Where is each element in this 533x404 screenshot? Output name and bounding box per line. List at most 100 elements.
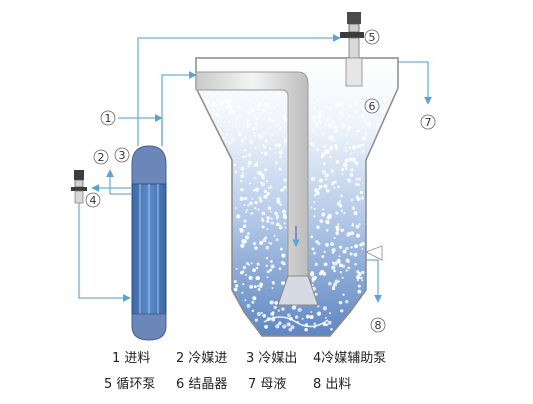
crystal-particle — [274, 143, 278, 147]
crystal-particle — [297, 307, 302, 313]
crystal-particle — [329, 312, 332, 315]
crystal-particle — [264, 103, 269, 108]
crystal-particle — [294, 315, 299, 319]
crystal-particle — [340, 209, 343, 212]
circulation-pump — [340, 12, 364, 87]
crystal-particle — [262, 238, 267, 243]
crystal-particle — [274, 161, 279, 165]
crystal-particle — [269, 260, 273, 263]
crystal-particle — [331, 261, 334, 264]
crystal-particle — [243, 148, 247, 152]
crystal-particle — [263, 189, 268, 193]
crystal-particle — [279, 155, 283, 159]
crystal-particle — [227, 111, 231, 115]
crystal-particle — [361, 270, 365, 274]
crystal-particle — [227, 121, 231, 124]
crystal-particle — [236, 117, 238, 120]
crystal-particle — [310, 271, 315, 275]
legend-item-mother-liquor: 7 母液 — [248, 377, 286, 392]
crystal-particle — [251, 198, 254, 201]
crystal-particle — [337, 223, 340, 226]
crystal-particle — [355, 224, 360, 229]
callout-8: 8 — [370, 317, 386, 333]
crystal-particle — [287, 313, 291, 318]
crystal-particle — [347, 125, 352, 130]
crystal-particle — [249, 182, 252, 185]
crystal-particle — [246, 118, 250, 122]
crystal-particle — [345, 299, 349, 304]
crystal-particle — [345, 269, 348, 272]
crystal-particle — [257, 106, 261, 109]
crystal-particle — [282, 262, 286, 266]
crystal-particle — [354, 212, 358, 215]
crystal-particle — [310, 142, 312, 144]
crystal-particle — [245, 155, 248, 158]
crystal-particle — [260, 311, 263, 314]
crystal-particle — [240, 187, 244, 192]
crystal-particle — [275, 324, 280, 329]
legend-item-coolant-out: 3 冷媒出 — [246, 351, 297, 366]
crystal-particle — [247, 204, 250, 207]
crystal-particle — [283, 117, 288, 123]
crystal-particle — [273, 234, 276, 237]
crystal-particle — [350, 198, 354, 202]
crystal-particle — [342, 293, 345, 296]
crystal-particle — [321, 152, 326, 156]
callout-4-label: 4 — [90, 194, 97, 207]
crystal-particle — [253, 114, 256, 117]
crystal-particle — [328, 106, 333, 111]
crystal-particle — [339, 271, 343, 274]
crystal-particle — [258, 134, 263, 140]
crystal-particle — [361, 279, 364, 282]
crystal-particle — [280, 188, 284, 192]
crystal-particle — [266, 228, 269, 231]
crystal-particle — [240, 243, 245, 248]
crystal-particle — [249, 284, 254, 289]
crystal-particle — [266, 270, 270, 274]
crystal-particle — [341, 123, 346, 128]
draft-tube — [195, 71, 319, 306]
crystal-particle — [268, 147, 272, 150]
crystal-particle — [247, 111, 252, 116]
crystal-particle — [282, 324, 287, 329]
crystal-particle — [256, 171, 259, 174]
crystal-particle — [273, 106, 276, 109]
crystal-particle — [349, 173, 354, 177]
crystal-particle — [253, 285, 257, 289]
crystal-particle — [316, 99, 319, 102]
crystal-particle — [345, 134, 348, 137]
crystal-particle — [288, 328, 293, 332]
crystal-particle — [314, 188, 319, 193]
crystal-particle — [361, 149, 365, 154]
crystal-particle — [345, 149, 348, 152]
crystal-particle — [313, 207, 316, 210]
crystal-particle — [350, 246, 353, 249]
crystal-particle — [259, 199, 263, 203]
crystal-particle — [313, 115, 316, 119]
crystal-particle — [325, 178, 328, 181]
crystal-particle — [354, 161, 359, 166]
crystal-particle — [331, 251, 334, 254]
crystal-particle — [325, 188, 330, 193]
flow-lines — [78, 34, 432, 303]
crystal-particle — [323, 162, 326, 166]
crystal-particle — [314, 262, 318, 266]
crystal-particle — [211, 102, 217, 107]
crystal-particle — [341, 173, 344, 176]
crystal-particle — [268, 118, 272, 122]
crystal-particle — [257, 102, 262, 108]
crystal-particle — [357, 272, 362, 276]
crystal-particle — [325, 105, 328, 108]
crystal-particle — [355, 177, 359, 181]
crystal-particle — [354, 101, 359, 106]
crystal-particle — [271, 133, 274, 136]
crystal-particle — [313, 194, 317, 197]
crystal-particle — [271, 311, 275, 314]
crystal-particle — [315, 240, 319, 244]
crystal-particle — [242, 155, 245, 159]
crystal-particle — [237, 106, 241, 110]
crystal-particle — [257, 288, 261, 291]
crystal-particle — [360, 196, 365, 200]
crystal-particle — [325, 220, 328, 223]
callout-1-label: 1 — [105, 112, 112, 125]
